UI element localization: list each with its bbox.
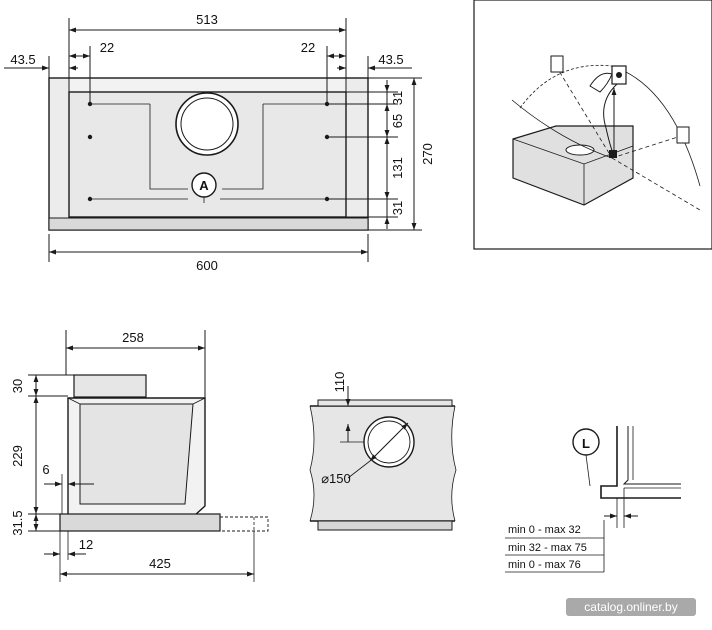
perspective-view [473,0,712,250]
dim-base-height: 31.5 [10,510,25,535]
dim-total-width: 513 [196,12,218,27]
dim-depth: 425 [149,556,171,571]
detail-label: L [582,436,590,451]
dim-left-inset: 22 [100,40,114,55]
dim-v-bottom: 31 [390,201,405,215]
detail-view: L min 0 - max 32 min 32 - max 75 min 0 -… [505,426,681,573]
detail-row-1: min 0 - max 32 [508,524,581,536]
dim-top-width: 258 [122,330,144,345]
dim-front-offset: 12 [79,537,93,552]
dim-duct-offset: 110 [332,372,347,393]
dim-left-offset: 43.5 [10,52,35,67]
dim-overall-height: 270 [420,143,435,165]
dim-right-offset: 43.5 [378,52,403,67]
dim-v-mid: 131 [390,157,405,179]
dim-body-height: 229 [10,445,25,467]
detail-row-3: min 0 - max 76 [508,559,581,571]
dim-overall-width: 600 [196,258,218,273]
dim-duct-diameter: ⌀150 [321,471,351,486]
detail-row-2: min 32 - max 75 [508,542,587,554]
mounting-holes [87,101,330,202]
front-view: A 513 22 22 43.5 [4,12,435,273]
watermark-text: catalog.onliner.by [584,600,677,614]
dim-v-top: 31 [390,91,405,105]
dim-right-inset: 22 [301,40,315,55]
duct-view: ⌀150 110 [309,372,457,531]
dim-duct-height: 30 [10,379,25,393]
dim-wall-gap: 6 [42,462,49,477]
outlet-label: A [199,178,209,193]
watermark: catalog.onliner.by [566,598,696,616]
dim-v-upper: 65 [390,114,405,128]
duct-outlet-circle [175,92,239,156]
side-view: 258 30 229 31.5 6 12 425 [10,330,269,582]
